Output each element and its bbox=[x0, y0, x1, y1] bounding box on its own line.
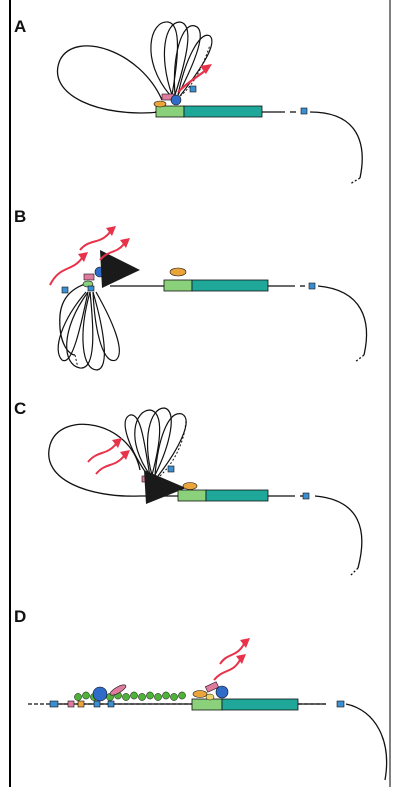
dna-loop-left bbox=[49, 424, 140, 496]
yellow-factor bbox=[206, 694, 214, 700]
dna-tail-end bbox=[350, 178, 360, 184]
dna-tail bbox=[310, 112, 362, 178]
promoter-box bbox=[178, 490, 206, 501]
nucleosome-bead-array bbox=[74, 692, 185, 701]
panel-c-label: C bbox=[14, 399, 26, 418]
chromatin-rosette bbox=[58, 292, 119, 370]
blue-factor-d-left bbox=[93, 687, 107, 701]
chromatin-rosette bbox=[125, 408, 186, 476]
enhancer-marker bbox=[301, 108, 307, 114]
dna-tail bbox=[318, 286, 367, 355]
blue-marker bbox=[94, 701, 100, 707]
blue-factor bbox=[216, 686, 228, 698]
enhancer-marker bbox=[62, 287, 68, 293]
panel-d-label: D bbox=[14, 607, 26, 626]
blue-marker-2 bbox=[108, 701, 114, 707]
pink-marker bbox=[68, 701, 74, 707]
gene-box bbox=[192, 280, 268, 291]
nucleosome-bead bbox=[138, 693, 145, 700]
panel-c: C bbox=[14, 399, 362, 576]
panel-a: A bbox=[14, 17, 362, 184]
orange-factor bbox=[193, 691, 207, 698]
nucleosome-bead bbox=[162, 692, 169, 699]
gene-box bbox=[206, 490, 268, 501]
loop-marker bbox=[168, 466, 174, 472]
nucleosome-bead bbox=[154, 693, 161, 700]
transcript-arrow-2 bbox=[96, 456, 124, 474]
promoter-box bbox=[192, 699, 222, 710]
orange-factor bbox=[170, 268, 186, 276]
transcript-arrow-1 bbox=[214, 660, 240, 680]
orange-factor bbox=[154, 101, 166, 107]
nucleosome-bead bbox=[178, 692, 185, 699]
promoter-box bbox=[156, 106, 184, 117]
dna-loop-left bbox=[58, 46, 162, 113]
nucleosome-bead bbox=[82, 692, 89, 699]
gene-box bbox=[184, 106, 262, 117]
promoter-box bbox=[164, 280, 192, 291]
nucleosome-bead bbox=[130, 692, 137, 699]
nucleosome-bead bbox=[122, 693, 129, 700]
panel-a-label: A bbox=[14, 17, 26, 36]
chromatin-rosette bbox=[151, 22, 212, 96]
dna-tail bbox=[315, 496, 362, 568]
panel-b: B bbox=[14, 207, 367, 370]
transcript-arrow-2 bbox=[80, 232, 110, 250]
gene-box bbox=[222, 699, 298, 710]
small-marker bbox=[88, 286, 94, 291]
enhancer-marker-right bbox=[309, 283, 315, 289]
dna-tail-end bbox=[350, 568, 358, 576]
orange-factor bbox=[183, 483, 197, 490]
orange-marker bbox=[78, 701, 84, 707]
enhancer-marker bbox=[337, 701, 344, 707]
panel-b-label: B bbox=[14, 207, 26, 226]
pink-factor bbox=[84, 274, 94, 280]
enhancer-marker bbox=[303, 493, 309, 499]
enhancer-marker-left bbox=[50, 701, 58, 707]
dna-tail-end bbox=[355, 355, 364, 362]
blue-factor bbox=[171, 95, 181, 105]
loop-marker bbox=[190, 86, 196, 92]
nucleosome-bead bbox=[146, 692, 153, 699]
nucleosome-bead bbox=[74, 693, 81, 700]
panel-d: D bbox=[14, 607, 387, 780]
transcript-arrow-1 bbox=[88, 444, 116, 462]
dna-tail bbox=[346, 704, 387, 780]
nucleosome-bead bbox=[170, 693, 177, 700]
transcript-arrow-1 bbox=[50, 258, 82, 285]
